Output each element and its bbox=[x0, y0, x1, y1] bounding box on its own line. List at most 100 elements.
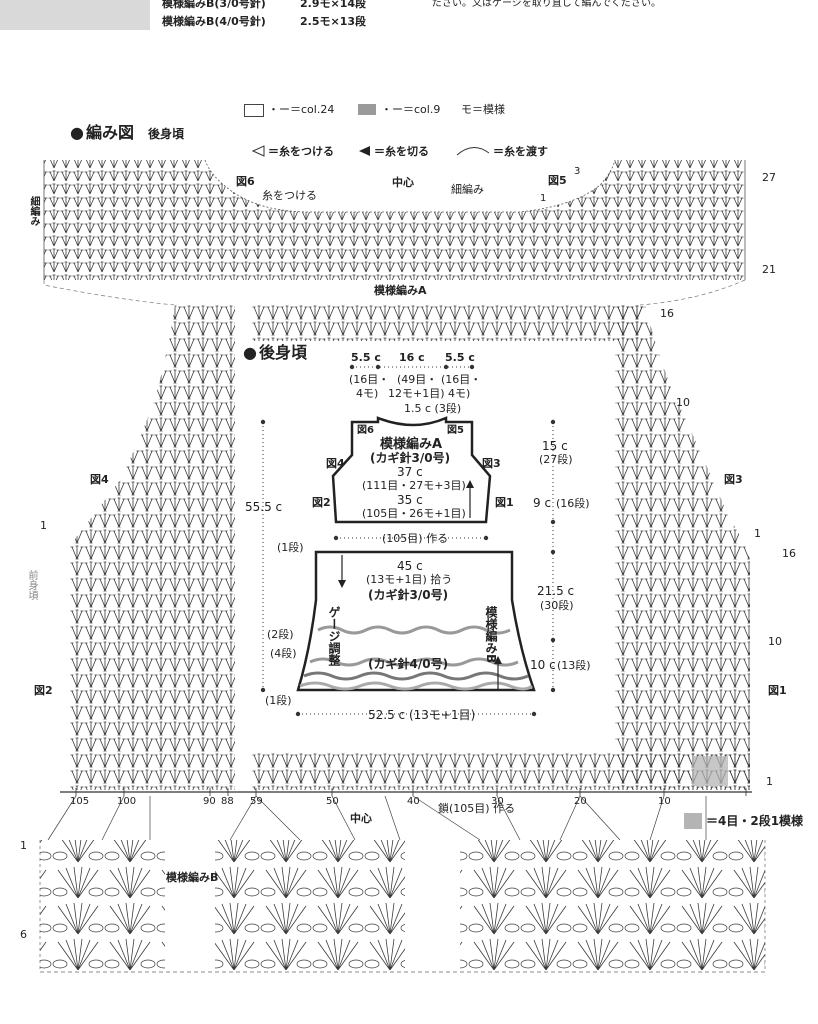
gauge-row2-label: 模様編みB(4/0号針) bbox=[162, 15, 266, 28]
row-10-top: 10 bbox=[676, 396, 690, 409]
tick-10: 10 bbox=[658, 796, 671, 807]
left-panel-stitches bbox=[70, 305, 235, 790]
schematic-bodice bbox=[331, 416, 492, 524]
h10-sub: (13段) bbox=[557, 659, 591, 672]
dim-top-left-sub1: (16目・ bbox=[349, 373, 390, 386]
tick-59: 59 bbox=[250, 796, 263, 807]
yoke-fig6: 図6 bbox=[236, 175, 255, 188]
tick-40: 40 bbox=[407, 796, 420, 807]
shade-note: ＝4目・2段1模様 bbox=[706, 814, 804, 828]
yoke-fig5: 図5 bbox=[548, 174, 567, 187]
sch-hook-b4: (カギ針4/0号) bbox=[368, 657, 449, 671]
h21-sub: (30段) bbox=[540, 599, 574, 612]
chain-105-label: 鎖(105目) 作る bbox=[438, 802, 516, 815]
row1-bottom: (1段) bbox=[265, 694, 292, 707]
gauge-row1-value: 2.9モ×14段 bbox=[300, 0, 367, 10]
gauge-row2-value: 2.5モ×13段 bbox=[300, 15, 367, 28]
bottom-pattern-b: 模様編みB bbox=[166, 871, 219, 884]
panel-fig1: 図1 bbox=[768, 684, 787, 697]
pattern-a-label: 模様編みA bbox=[374, 284, 427, 297]
tick-105: 105 bbox=[70, 796, 90, 807]
tick-90: 90 bbox=[203, 796, 216, 807]
top-middle-stitches bbox=[252, 305, 644, 341]
yoke-row21: 21 bbox=[762, 263, 776, 276]
yoke-row1: 1 bbox=[540, 193, 547, 204]
sch-pattern-a: 模様編みA bbox=[380, 437, 443, 452]
sch-hook-b3: (カギ針3/0号) bbox=[368, 588, 449, 602]
main-subtitle: 後身頃 bbox=[148, 127, 185, 141]
sch-fig4: 図4 bbox=[326, 457, 345, 470]
h21: 21.5 c bbox=[537, 584, 575, 598]
dim-top-left-sub2: 4モ) bbox=[356, 387, 379, 400]
pass-yarn-icon bbox=[456, 147, 490, 156]
pass-label: ＝糸を渡す bbox=[493, 145, 548, 158]
row4: (4段) bbox=[270, 647, 297, 660]
row1-top: (1段) bbox=[277, 541, 304, 554]
cut-triangle-icon bbox=[359, 146, 370, 156]
h15: 15 c bbox=[542, 439, 568, 453]
gauge-adjust: ゲージ調整 bbox=[327, 606, 341, 666]
yoke-attach-label: 糸をつける bbox=[262, 189, 317, 202]
tick-100: 100 bbox=[117, 796, 137, 807]
bottom-band-stitches bbox=[252, 752, 750, 790]
chain-make-label: (105目) 作る bbox=[382, 532, 449, 545]
col24-swatch bbox=[244, 104, 264, 117]
dim-top-right: 5.5 c bbox=[445, 351, 475, 364]
shells-middle bbox=[215, 840, 405, 970]
sch-hook-a: (カギ針3/0号) bbox=[370, 451, 451, 465]
dim-top-mid-sub1: (49目・ bbox=[397, 373, 438, 386]
w45-sub: (13モ+1目) 拾う bbox=[366, 573, 453, 586]
row2: (2段) bbox=[267, 628, 294, 641]
bottom-row1: 1 bbox=[20, 839, 27, 852]
sch-pattern-b: 模様編みB bbox=[484, 606, 498, 664]
w37: 37 c bbox=[397, 465, 423, 479]
row-1-right: 1 bbox=[754, 527, 761, 540]
panel-fig3: 図3 bbox=[724, 473, 743, 486]
h9: 9 c bbox=[533, 496, 552, 510]
panel-fig4: 図4 bbox=[90, 473, 109, 486]
repeat-shade bbox=[692, 756, 728, 786]
tick-30: 30 bbox=[491, 796, 504, 807]
front-label: 前身頃 bbox=[26, 570, 37, 600]
sch-fig6: 図6 bbox=[357, 425, 374, 436]
h9-sub: (16段) bbox=[556, 497, 590, 510]
sch-fig2: 図2 bbox=[312, 496, 331, 509]
attach-label: ＝糸をつける bbox=[268, 145, 334, 158]
h15-sub: (27段) bbox=[539, 453, 573, 466]
w35-sub: (105目・26モ+1目) bbox=[362, 507, 466, 520]
mo-label: モ＝模様 bbox=[461, 103, 505, 116]
cut-label: ＝糸を切る bbox=[374, 145, 429, 158]
gauge-row1-label: 模様編みB(3/0号針) bbox=[162, 0, 266, 10]
bottom-row6: 6 bbox=[20, 928, 27, 941]
w35: 35 c bbox=[397, 493, 423, 507]
yoke-row27: 27 bbox=[762, 171, 776, 184]
row-1-bottom: 1 bbox=[766, 775, 773, 788]
dim-top-right-sub2: 4モ) bbox=[448, 387, 471, 400]
main-title: 編み図 bbox=[70, 125, 134, 141]
dim-top-mid: 16 c bbox=[399, 351, 425, 364]
h10: 10 c bbox=[530, 658, 556, 672]
row-16-top: 16 bbox=[660, 307, 674, 320]
sch-fig1: 図1 bbox=[495, 496, 514, 509]
w37-sub: (111目・27モ+3目) bbox=[362, 479, 466, 492]
h55: 55.5 c bbox=[245, 500, 283, 514]
yoke-sc-label: 細編み bbox=[451, 183, 484, 196]
right-panel-stitches bbox=[615, 305, 750, 790]
w52: 52.5 c (13モ+1目) bbox=[368, 708, 476, 722]
yoke-row3: 3 bbox=[574, 166, 581, 177]
tick-50: 50 bbox=[326, 796, 339, 807]
shells-right bbox=[460, 840, 765, 970]
dim-top-left: 5.5 c bbox=[351, 351, 381, 364]
col24-label: ・ー＝col.24 bbox=[268, 103, 335, 116]
panel-fig2: 図2 bbox=[34, 684, 53, 697]
shells-left bbox=[40, 840, 165, 970]
row-1-left: 1 bbox=[40, 519, 47, 532]
col9-label: ・ー＝col.9 bbox=[381, 103, 441, 116]
w45: 45 c bbox=[397, 559, 423, 573]
row-10-right: 10 bbox=[768, 635, 782, 648]
col9-swatch bbox=[358, 104, 376, 115]
dim-top-mid-sub2: 12モ+1目) bbox=[388, 387, 445, 400]
back-title: 後身頃 bbox=[243, 345, 307, 361]
yoke-stitches bbox=[44, 160, 745, 280]
